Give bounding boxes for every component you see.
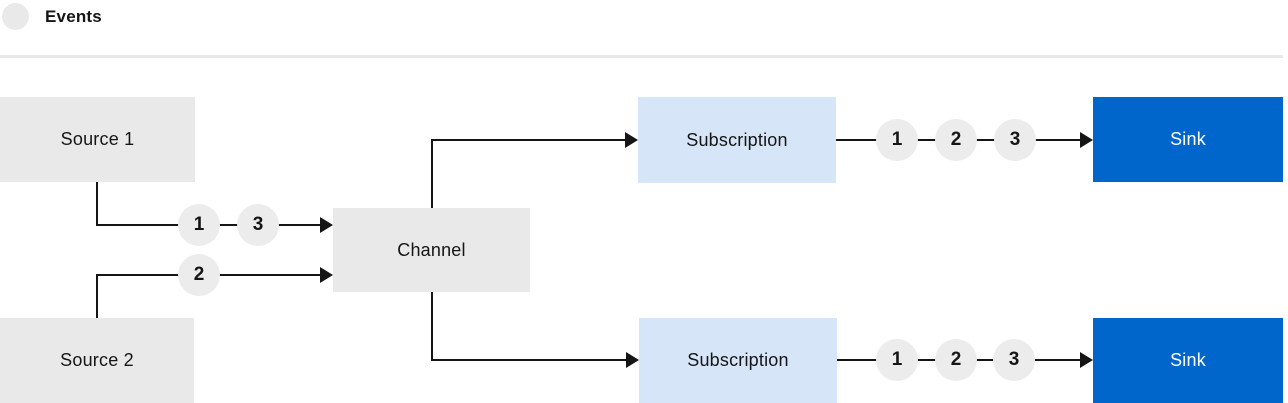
arrowhead-into-subscription-bottom-icon (626, 352, 639, 368)
node-source-1: Source 1 (0, 97, 195, 182)
node-sink-bottom-label: Sink (1170, 350, 1206, 370)
connector-channel-up-vertical (431, 139, 433, 208)
arrowhead-into-sink-top-icon (1080, 132, 1093, 148)
arrowhead-into-channel-bottom-icon (320, 267, 333, 283)
node-source-2-label: Source 2 (60, 350, 134, 370)
node-sink-top: Sink (1093, 97, 1283, 182)
node-subscription-bottom: Subscription (639, 318, 837, 403)
node-subscription-top-label: Subscription (686, 129, 788, 150)
node-channel: Channel (333, 208, 530, 292)
event-badge-3: 3 (993, 339, 1035, 381)
node-source-1-label: Source 1 (60, 129, 135, 149)
node-sink-top-label: Sink (1170, 129, 1206, 149)
event-badge-2: 2 (935, 119, 977, 161)
node-sink-bottom: Sink (1093, 318, 1283, 403)
node-source-2: Source 2 (0, 318, 194, 403)
node-subscription-bottom-label: Subscription (687, 350, 789, 370)
legend-label: Events (45, 7, 102, 26)
connector-channel-to-subscription-top (431, 139, 627, 141)
event-badge-2: 2 (178, 254, 220, 296)
event-dot-icon (2, 3, 29, 30)
node-subscription-top: Subscription (638, 97, 836, 183)
connector-channel-down-vertical (431, 292, 433, 361)
event-badge-3: 3 (237, 204, 279, 246)
event-badge-3: 3 (994, 119, 1036, 161)
legend-divider (0, 55, 1283, 58)
arrowhead-into-sink-bottom-icon (1080, 352, 1093, 368)
event-badge-2: 2 (935, 339, 977, 381)
event-badge-1: 1 (178, 204, 220, 246)
node-channel-label: Channel (397, 239, 466, 260)
event-badge-1: 1 (876, 119, 918, 161)
connector-source2-vertical (96, 274, 98, 318)
connector-channel-to-subscription-bottom (431, 359, 627, 361)
connector-source1-vertical (96, 182, 98, 226)
arrowhead-into-subscription-top-icon (625, 132, 638, 148)
event-badge-1: 1 (876, 339, 918, 381)
arrowhead-into-channel-top-icon (320, 217, 333, 233)
